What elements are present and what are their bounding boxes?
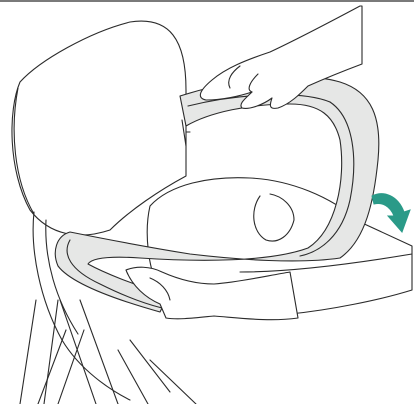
curved-arrow-icon — [372, 194, 410, 232]
